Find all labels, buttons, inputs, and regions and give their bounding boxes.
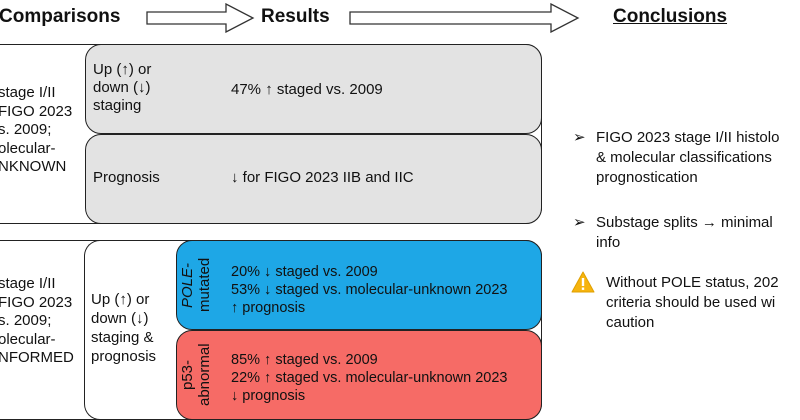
bullet-arrow-icon: ➢ [573, 214, 586, 231]
pole-result-line: 53% ↓ staged vs. molecular-unknown 2023 [231, 282, 508, 298]
row-pole-mutated [176, 240, 542, 330]
p53-tag-line1: p53- [179, 359, 196, 391]
row-staging-label: Up (↑) or down (↓) staging [93, 61, 152, 114]
pole-results: 20% ↓ staged vs. 2009 53% ↓ staged vs. m… [231, 263, 507, 317]
pole-tag-line1: POLE- [179, 262, 196, 308]
p53-result-line: 85% ↑ staged vs. 2009 [231, 352, 378, 368]
arrow-right-icon [349, 3, 580, 33]
p53-result-line: ↓ prognosis [231, 388, 306, 404]
p53-tag: p53- abnormal [179, 336, 217, 414]
pole-result-line: 20% ↓ staged vs. 2009 [231, 264, 378, 280]
panel2-middle-box [84, 240, 184, 420]
header-results: Results [261, 6, 330, 27]
row-staging [85, 44, 542, 134]
panel2-left-label: stage I/II FIGO 2023 s. 2009; olecular- … [0, 275, 74, 366]
row-prognosis-result: ↓ for FIGO 2023 IIB and IIC [231, 169, 414, 186]
row-prognosis-label: Prognosis [93, 169, 160, 186]
header-conclusions: Conclusions [613, 6, 728, 27]
row-staging-result: 47% ↑ staged vs. 2009 [231, 81, 383, 98]
pole-result-line: ↑ prognosis [231, 300, 306, 316]
row-prognosis [85, 134, 542, 224]
pole-tag-line2: mutated [196, 257, 213, 313]
p53-result-line: 22% ↑ staged vs. molecular-unknown 2023 [231, 370, 508, 386]
arrow-right-icon [146, 3, 255, 33]
panel1-left-label: stage I/II FIGO 2023 s. 2009; olecular- … [0, 84, 73, 175]
conclusion-item: FIGO 2023 stage I/II histolo & molecular… [596, 129, 780, 186]
panel2-middle-label: Up (↑) or down (↓) staging & prognosis [91, 291, 157, 365]
p53-tag-line2: abnormal [196, 343, 213, 407]
conclusion-item: Without POLE status, 202 criteria should… [606, 274, 779, 331]
p53-results: 85% ↑ staged vs. 2009 22% ↑ staged vs. m… [231, 351, 507, 405]
bullet-arrow-icon: ➢ [573, 129, 586, 146]
header-comparisons: Comparisons [0, 6, 121, 27]
pole-tag: POLE- mutated [179, 246, 217, 324]
conclusion-item: Substage splits → minimal info [596, 214, 773, 251]
warning-icon [571, 271, 595, 293]
